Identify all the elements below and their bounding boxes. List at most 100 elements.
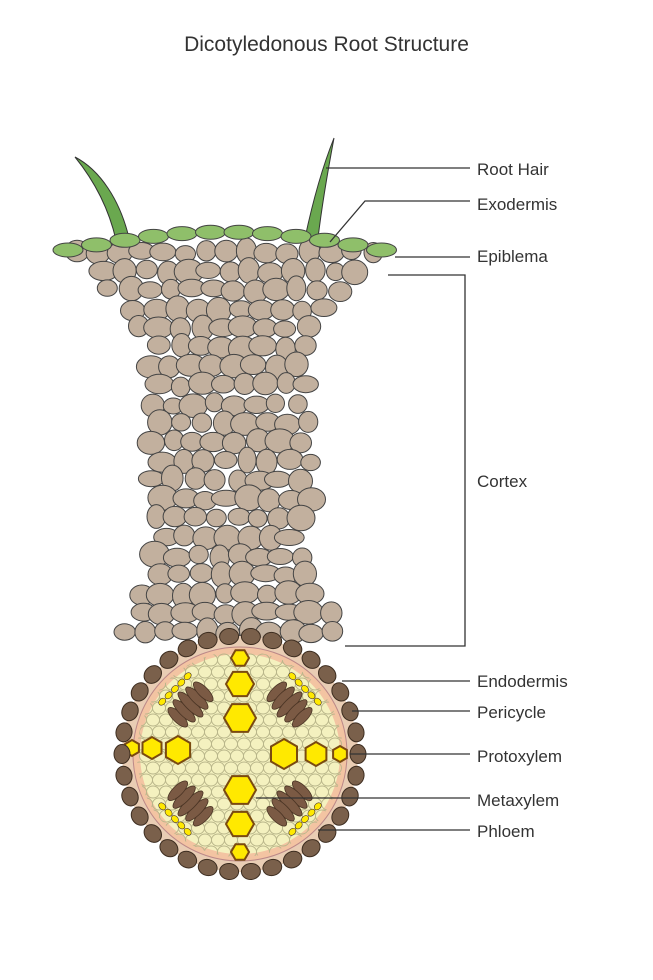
cortex-cell xyxy=(288,394,308,414)
label-cortex: Cortex xyxy=(477,472,528,491)
cortex-cell xyxy=(305,257,326,283)
endodermis-cell xyxy=(262,631,283,650)
cortex-cell xyxy=(170,376,191,398)
phloem-dot xyxy=(288,827,297,836)
endodermis-cell xyxy=(317,824,337,843)
epiblema-cell xyxy=(223,224,255,240)
xylem-vessel xyxy=(229,649,251,667)
xylem-vessel xyxy=(224,810,256,838)
endodermis-cell xyxy=(113,744,131,764)
cortex-cell xyxy=(230,581,260,604)
cortex-cell xyxy=(191,412,213,433)
cortex-cell xyxy=(162,505,188,528)
cortex-cell xyxy=(321,621,344,642)
cortex-cell xyxy=(214,239,239,263)
cortex-cell xyxy=(284,351,309,378)
endodermis-cell xyxy=(177,639,198,658)
phloem-dot xyxy=(307,691,316,700)
cortex-cell xyxy=(233,372,256,395)
epiblema-cell xyxy=(337,237,369,253)
cortex-cell xyxy=(204,392,224,413)
pith-cell xyxy=(139,845,153,857)
phloem-dot xyxy=(294,821,303,830)
phloem-group xyxy=(266,672,322,728)
cortex-cell xyxy=(262,277,290,302)
diagram-title: Dicotyledonous Root Structure xyxy=(184,33,469,56)
cortex-cell xyxy=(266,548,294,565)
vascular-cylinder xyxy=(113,627,367,881)
cortex-cell xyxy=(220,280,246,302)
cortex-cell xyxy=(113,623,136,641)
phloem-dot xyxy=(313,697,322,706)
endodermis-cell xyxy=(331,806,350,826)
xylem-vessel xyxy=(229,843,251,861)
xylem-vessel xyxy=(270,737,298,771)
pith-cell xyxy=(334,845,343,857)
label-phloem: Phloem xyxy=(477,822,535,841)
phloem-cell xyxy=(266,805,288,827)
cortex-cell xyxy=(206,508,227,528)
cortex-cell xyxy=(247,509,268,528)
endodermis-cell xyxy=(197,631,218,650)
cortex-cell xyxy=(145,582,175,607)
root-hair-left xyxy=(74,156,130,241)
cortex-cell xyxy=(270,299,296,321)
phloem-dot xyxy=(301,685,309,693)
phloem-dot xyxy=(307,808,316,817)
phloem-cell xyxy=(192,681,214,703)
xylem-vessel xyxy=(222,703,258,733)
cortex-cell xyxy=(171,621,198,641)
cortex-cell xyxy=(310,298,338,318)
pith-cell xyxy=(139,653,153,667)
cortex-cell xyxy=(253,242,280,264)
cortex-cell xyxy=(171,413,192,432)
cortex-cell xyxy=(183,506,208,527)
cortex-cell xyxy=(320,601,343,625)
endodermis-cell xyxy=(130,682,149,702)
pith-cell xyxy=(334,653,343,667)
xylem-vessel xyxy=(141,735,163,761)
cortex-cell xyxy=(213,451,238,469)
cortex-cell xyxy=(273,320,297,338)
cortex-cell xyxy=(296,315,322,338)
xylem-vessel xyxy=(222,775,258,805)
cortex-cell xyxy=(136,430,166,455)
cortex-cell xyxy=(252,371,279,396)
pith-cell xyxy=(321,653,335,667)
cortex-cell xyxy=(248,335,277,357)
epiblema-cell xyxy=(109,232,141,248)
cortex-cell xyxy=(167,564,190,583)
cortex-cell xyxy=(341,259,369,286)
phloem-dot xyxy=(183,827,192,836)
cortex-cell xyxy=(298,623,324,644)
cortex-cell xyxy=(328,281,353,303)
root-hair-right xyxy=(304,137,335,239)
endodermis-cell xyxy=(347,765,365,786)
cortex-cell xyxy=(289,432,313,454)
endodermis-cell xyxy=(331,682,350,702)
cortex-cell xyxy=(298,410,319,433)
label-endodermis: Endodermis xyxy=(477,672,568,691)
leader-lines xyxy=(256,167,470,831)
xylem-arms xyxy=(124,649,348,861)
cortex-cell xyxy=(237,257,260,284)
cortex-cell xyxy=(184,467,207,490)
endodermis-cell xyxy=(317,665,337,684)
cortex-cell xyxy=(257,584,278,605)
endodermis-cell xyxy=(219,862,240,881)
cortex-bracket xyxy=(345,274,466,647)
cortex-cell xyxy=(294,335,317,356)
labels: Root Hair Exodermis Epiblema Cortex Endo… xyxy=(477,160,568,841)
label-pericycle: Pericycle xyxy=(477,703,546,722)
endodermis-cell xyxy=(143,665,163,684)
epiblema-cells xyxy=(52,224,397,258)
epiblema-cell xyxy=(366,242,397,258)
label-root-hair: Root Hair xyxy=(477,160,549,179)
phloem-dot xyxy=(288,672,297,681)
phloem-groups xyxy=(158,672,322,836)
endodermis-cell xyxy=(341,786,359,807)
cortex-cell xyxy=(243,395,270,414)
cortex-cell xyxy=(162,547,192,568)
phloem-dot xyxy=(177,821,186,830)
